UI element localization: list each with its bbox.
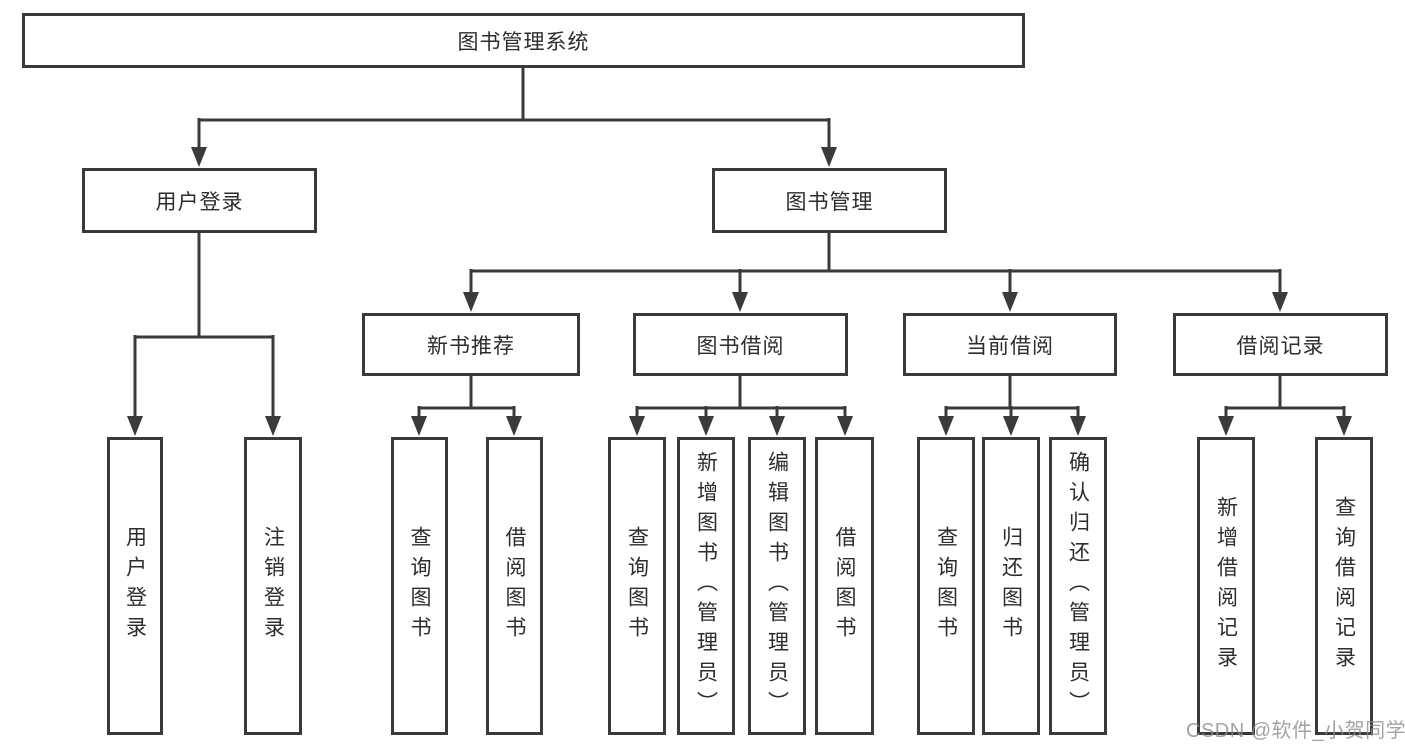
node-new-book-recommend: 新书推荐 [362, 313, 580, 376]
leaf-query-borrow-record: 查询借阅记录 [1315, 437, 1373, 735]
leaf-query-books-current: 查询图书 [917, 437, 975, 735]
leaf-add-book-admin: 新增图书（管理员） [677, 437, 735, 735]
node-current-borrow: 当前借阅 [903, 313, 1117, 376]
node-user-login: 用户登录 [82, 168, 317, 233]
node-book-borrow: 图书借阅 [633, 313, 848, 376]
leaf-borrow-books-recommend: 借阅图书 [486, 437, 543, 735]
leaf-query-books-borrow: 查询图书 [608, 437, 666, 735]
leaf-return-book: 归还图书 [982, 437, 1040, 735]
node-book-management: 图书管理 [712, 168, 947, 233]
leaf-add-borrow-record: 新增借阅记录 [1197, 437, 1255, 735]
leaf-query-books-recommend: 查询图书 [391, 437, 448, 735]
leaf-user-login: 用户登录 [107, 437, 163, 735]
node-borrow-records: 借阅记录 [1173, 313, 1388, 376]
csdn-watermark: CSDN @软件_小贺同学 [1186, 720, 1405, 742]
leaf-edit-book-admin: 编辑图书（管理员） [748, 437, 806, 735]
leaf-borrow-books: 借阅图书 [815, 437, 874, 735]
leaf-confirm-return-admin: 确认归还（管理员） [1049, 437, 1107, 735]
leaf-logout: 注销登录 [244, 437, 302, 735]
node-root-system: 图书管理系统 [22, 13, 1025, 68]
